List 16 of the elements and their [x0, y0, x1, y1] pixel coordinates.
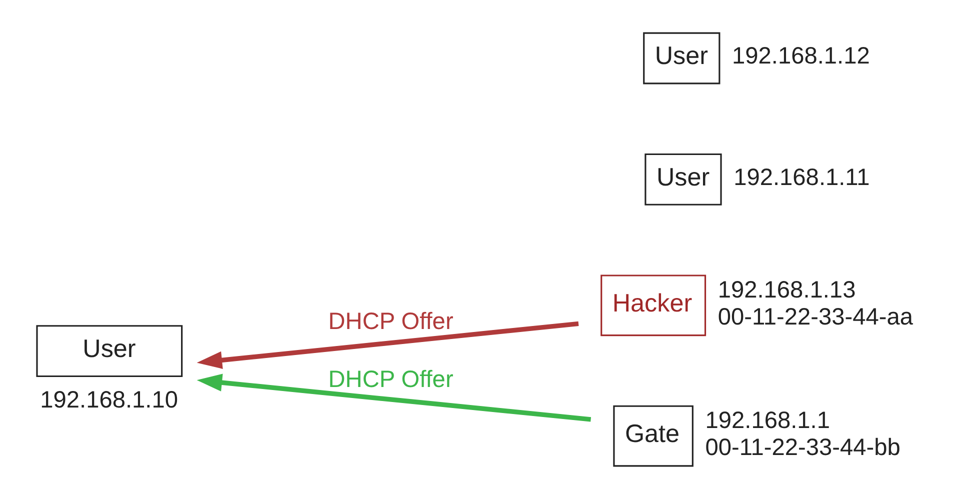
edge-label: DHCP Offer [328, 309, 454, 335]
node-box: User [643, 32, 720, 84]
arrow [196, 321, 579, 369]
node-label: 192.168.1.1 [705, 408, 830, 434]
node-label: 00-11-22-33-44-aa [718, 304, 913, 330]
node-label: 192.168.1.12 [732, 44, 870, 70]
node-box: Hacker [600, 274, 706, 336]
node-label: 00-11-22-33-44-bb [705, 434, 900, 461]
edge-label: DHCP Offer [328, 367, 454, 394]
arrow [196, 374, 592, 422]
node-label: 192.168.1.10 [40, 388, 178, 414]
node-box: User [36, 325, 183, 378]
node-box: Gate [613, 405, 694, 467]
node-label: 192.168.1.13 [718, 278, 856, 304]
node-label: 192.168.1.11 [734, 164, 870, 191]
node-box: User [644, 153, 722, 206]
